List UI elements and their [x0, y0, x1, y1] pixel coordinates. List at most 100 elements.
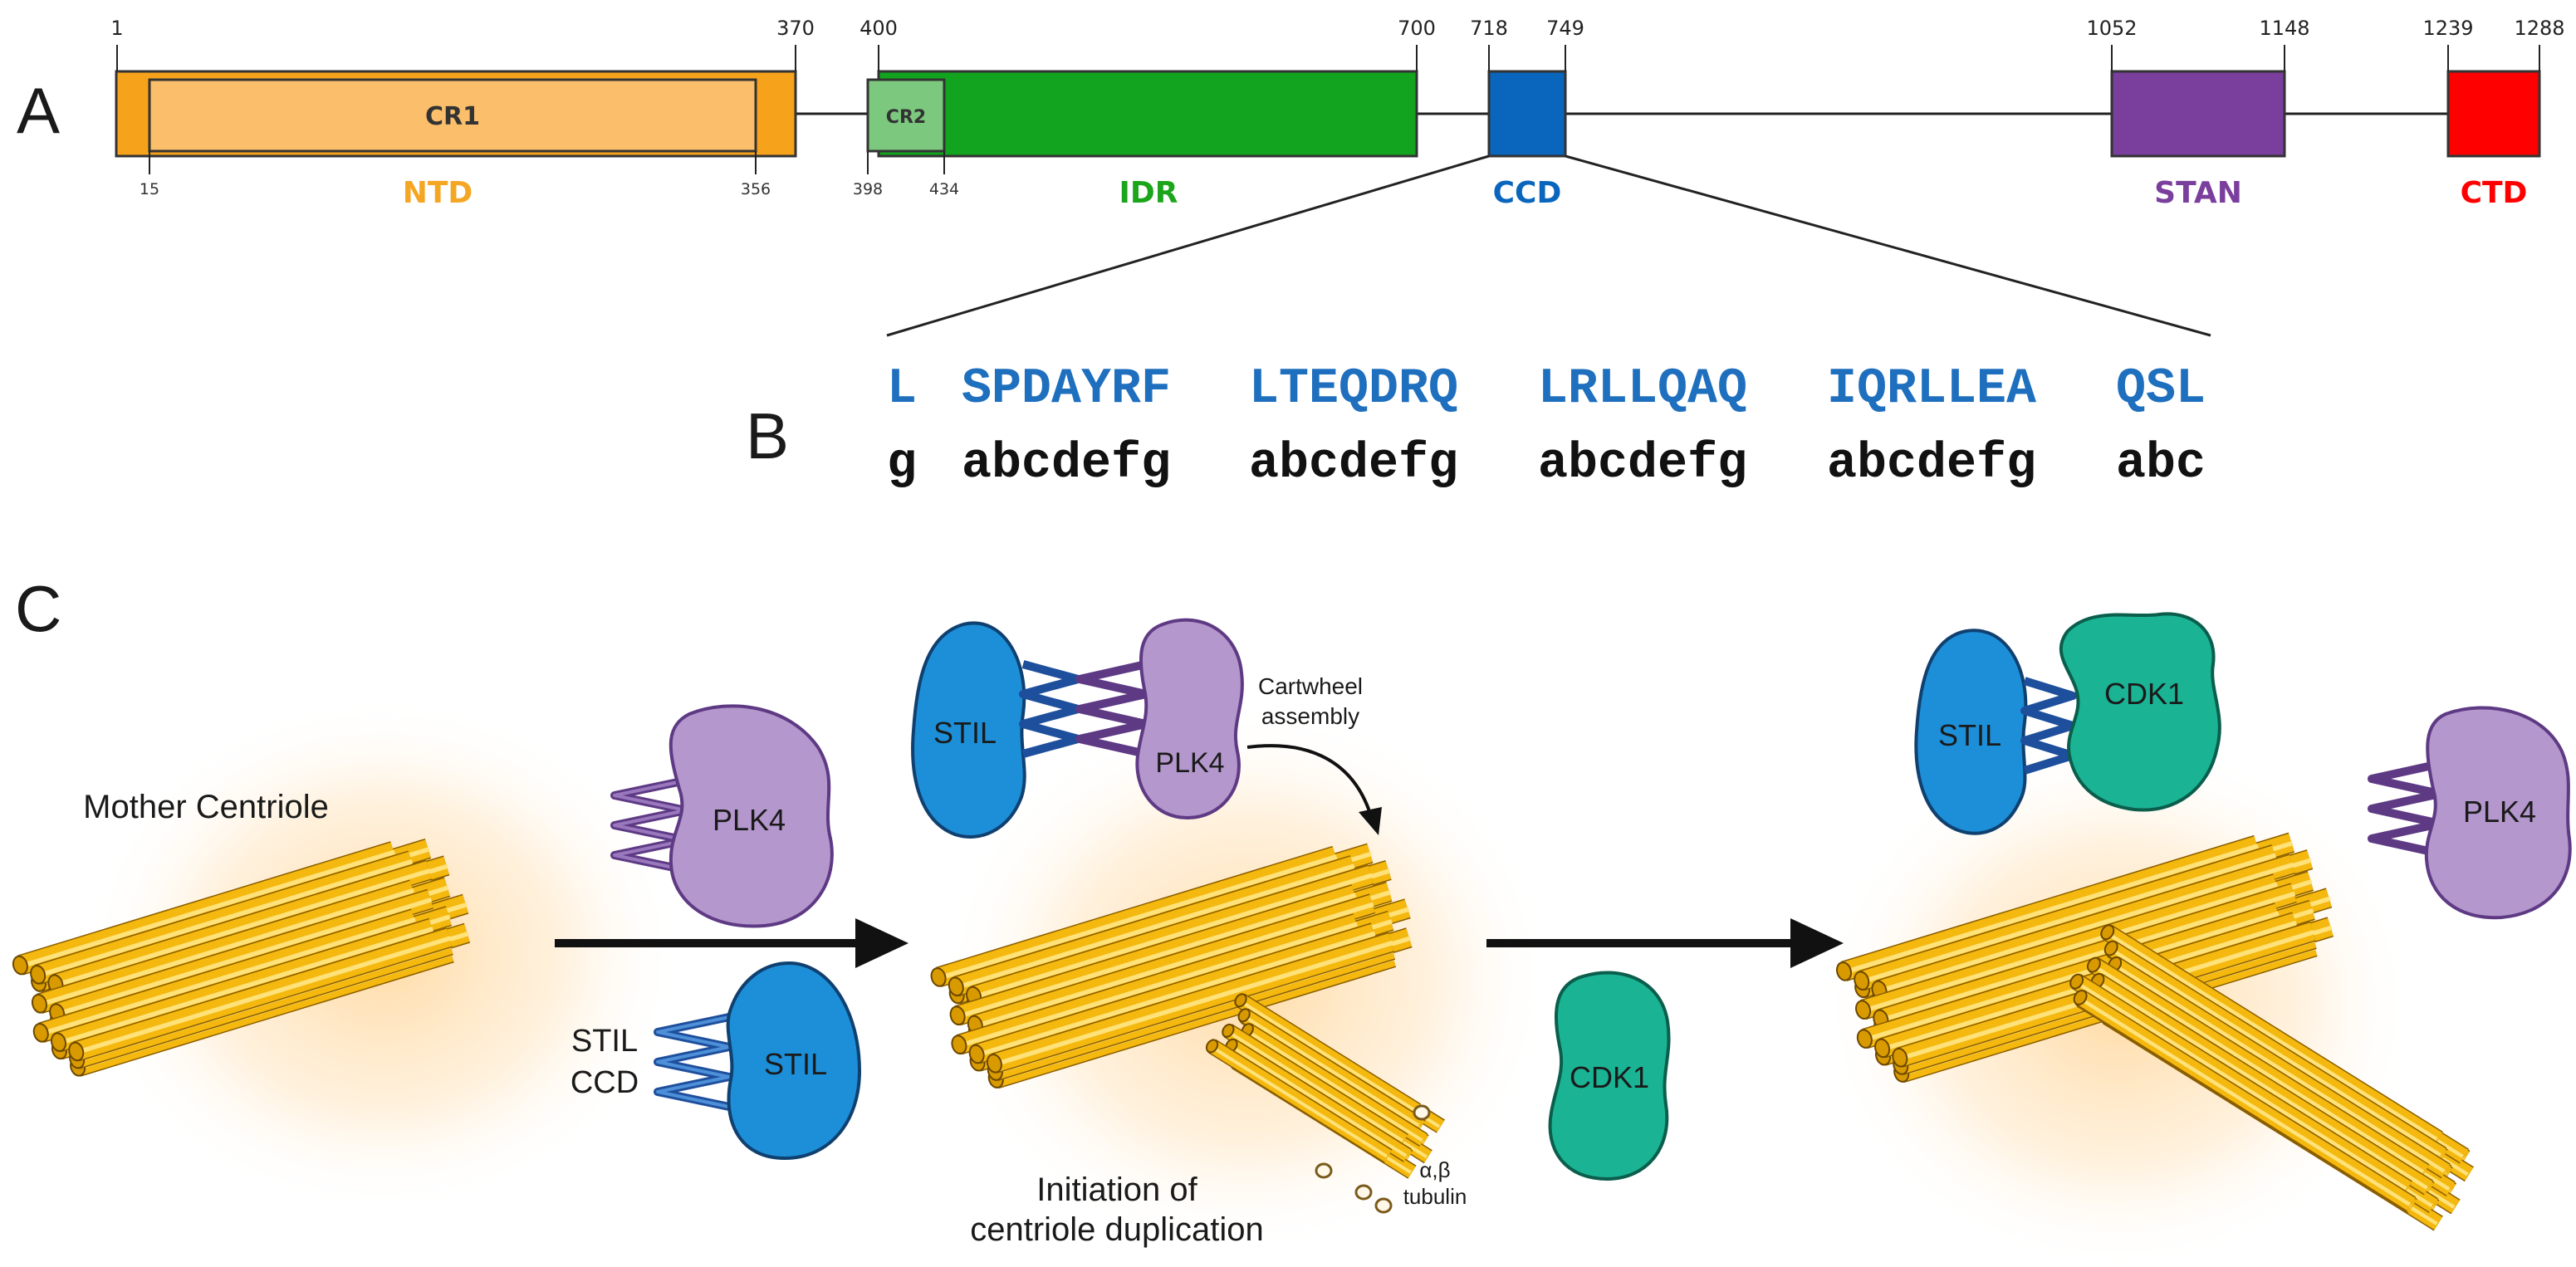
microtubule-highlight: [1844, 844, 2259, 975]
stil-cdk1-stil-label: STIL: [1938, 718, 2001, 752]
plk4-released-label: PLK4: [2463, 795, 2536, 829]
zoom-line-left: [886, 154, 1490, 337]
microtubule-highlight: [994, 940, 1393, 1067]
pos-label-1288: 1288: [2514, 17, 2564, 40]
microtubule-end: [68, 1041, 85, 1062]
seq-residue-3: LRLLQAQ: [1538, 361, 1747, 418]
pos-label-700: 700: [1398, 17, 1436, 40]
microtubule-end: [2073, 989, 2088, 1005]
plk4-free: PLK4: [610, 704, 834, 928]
microtubule-end: [1856, 1029, 1873, 1049]
microtubule-highlight: [1209, 1044, 1388, 1158]
seq-residue-1: SPDAYRF: [962, 361, 1171, 418]
microtubule-end: [930, 967, 947, 987]
position-ticks: [116, 45, 2540, 174]
stil-cdk1-complex: STIL CDK1: [1914, 612, 2221, 835]
stil-label-free: STIL: [764, 1047, 827, 1081]
heptad-1: abcdefg: [962, 436, 1171, 492]
seq-residue-5: QSL: [2116, 361, 2206, 418]
plk4-released: PLK4: [2368, 706, 2572, 920]
microtubule-highlight: [41, 917, 416, 1036]
microtubule-highlight: [1238, 999, 1417, 1113]
microtubule-end: [1855, 1000, 1872, 1020]
microtubule-highlight: [1881, 891, 2296, 1022]
microtubule-highlight: [938, 854, 1338, 981]
pos-label-356: 356: [741, 180, 771, 198]
microtubule-end: [2103, 940, 2118, 956]
plk4-body: [668, 704, 834, 928]
microtubule-highlight: [2074, 980, 2407, 1191]
cdk1-free: CDK1: [1548, 971, 1671, 1181]
heptad-4: abcdefg: [1827, 436, 2036, 492]
stan-label: STAN: [2154, 176, 2242, 210]
heptad-0: g: [887, 436, 917, 492]
microtubule-highlight: [1863, 882, 2278, 1013]
microtubule-highlight: [2112, 962, 2446, 1173]
pos-label-718: 718: [1470, 17, 1508, 40]
stil-cdk1-cdk1-body: [2059, 612, 2221, 812]
pos-label-1239: 1239: [2422, 17, 2473, 40]
pos-label-1052: 1052: [2086, 17, 2137, 40]
microtubule-end: [1234, 993, 1247, 1008]
tubulin-label-line1: α,β: [1419, 1157, 1450, 1182]
microtubule-end: [1874, 1038, 1891, 1059]
microtubule-highlight: [76, 936, 452, 1054]
microtubule-highlight: [1862, 853, 2277, 984]
cr1-label: CR1: [425, 102, 480, 131]
complex-stil-body: [911, 621, 1026, 839]
pos-label-1: 1: [110, 17, 123, 40]
microtubule-highlight: [56, 868, 431, 987]
pos-label-434: 434: [929, 180, 959, 198]
microtubule-highlight: [975, 902, 1374, 1029]
plk4-coil-inner: [613, 779, 688, 872]
idr-domain: [877, 70, 1418, 158]
microtubule-highlight: [20, 849, 395, 969]
microtubule-end: [951, 1035, 967, 1055]
microtubule-highlight: [39, 888, 415, 1007]
seq-residue-0: L: [887, 361, 917, 418]
microtubule-highlight: [974, 873, 1373, 1000]
tubulin-dimers: [1315, 1104, 1431, 1214]
mother-centriole: [12, 838, 471, 1077]
complex-plk4-body: [1135, 618, 1244, 820]
stil-body: [726, 961, 862, 1161]
heptad-sequence: L SPDAYRF LTEQDRQ LRLLQAQ IQRLLEA QSL g …: [887, 361, 2206, 492]
seq-residue-2: LTEQDRQ: [1249, 361, 1458, 418]
nascent-daughter-centriole: [1205, 993, 1445, 1179]
microtubule-end: [968, 1044, 985, 1064]
tubulin-label-line2: tubulin: [1403, 1184, 1467, 1209]
panel-label-a: A: [17, 74, 60, 147]
complex-stil-coil: [1019, 660, 1082, 758]
microtubule-end: [948, 976, 964, 997]
microtubule-highlight: [1245, 1029, 1423, 1142]
microtubule-end: [12, 955, 28, 976]
complex-plk4-label: PLK4: [1155, 747, 1224, 779]
zoom-line-right: [1565, 154, 2211, 337]
microtubule-highlight: [2091, 963, 2425, 1174]
microtubule-highlight: [2108, 947, 2442, 1157]
heptad-3: abcdefg: [1538, 436, 1747, 492]
complex-plk4-coil: [1075, 660, 1150, 758]
seq-residue-4: IQRLLEA: [1827, 361, 2036, 418]
mother-centriole-label: Mother Centriole: [83, 789, 329, 825]
microtubule-highlight: [58, 927, 434, 1045]
microtubule-highlight: [959, 922, 1359, 1048]
plk4-released-coil: [2368, 760, 2444, 858]
microtubule-end: [1892, 1047, 1908, 1068]
cdk1-body: [1548, 971, 1671, 1181]
microtubule-highlight: [2104, 931, 2438, 1142]
microtubule-highlight: [2094, 979, 2428, 1190]
stil-plk4-complex: STIL PLK4: [911, 618, 1244, 839]
initiating-centriole: [930, 843, 1413, 1089]
pos-label-1148: 1148: [2259, 17, 2309, 40]
ctd-domain: [2446, 70, 2541, 158]
idr-label: IDR: [1119, 176, 1178, 210]
microtubule-highlight: [1879, 862, 2294, 993]
microtubule-highlight: [977, 931, 1376, 1058]
microtubule-end: [1222, 1023, 1235, 1038]
initiation-label-line2: centriole duplication: [970, 1211, 1264, 1248]
elongated-daughter-centriole: [2069, 924, 2474, 1231]
pos-label-398: 398: [853, 180, 883, 198]
microtubule-highlight: [1864, 911, 2280, 1042]
microtubule-end: [1237, 1008, 1251, 1023]
